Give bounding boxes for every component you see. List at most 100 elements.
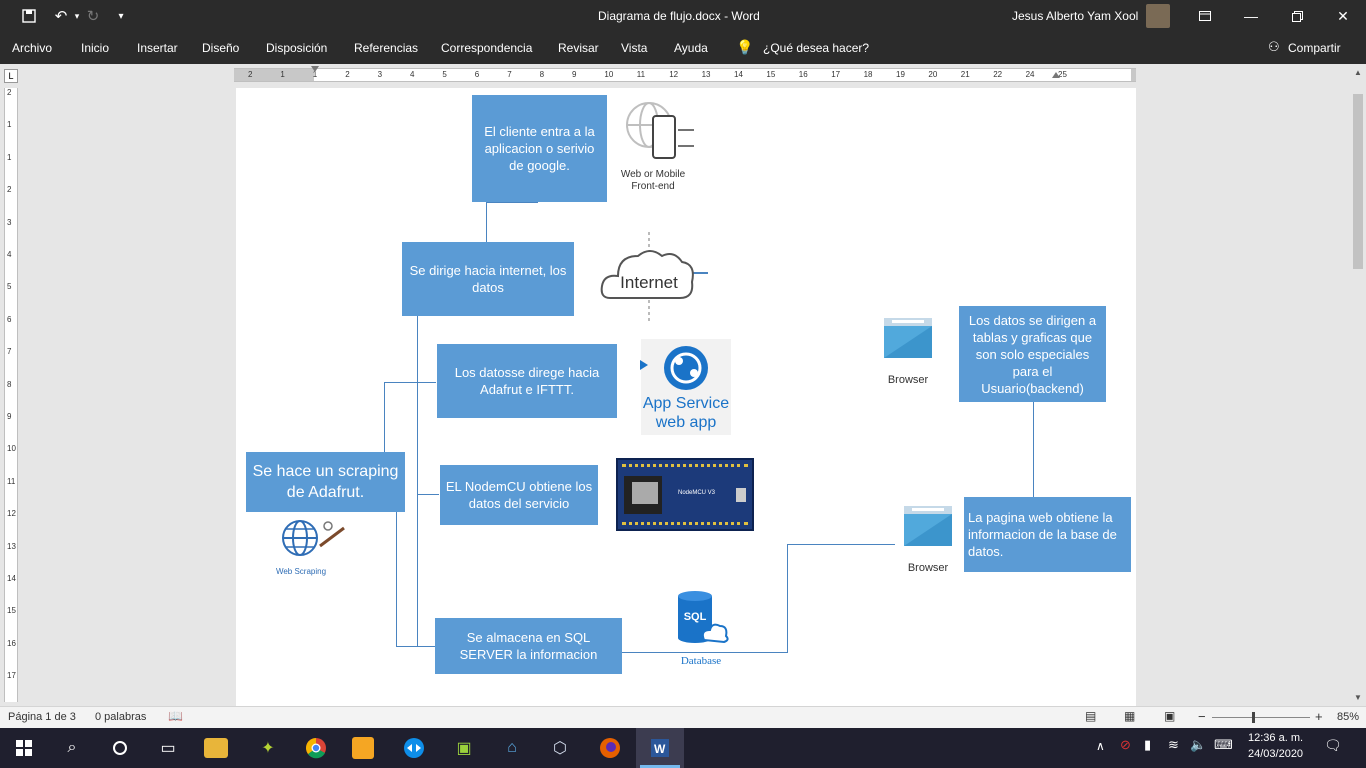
zoom-slider-thumb[interactable]: [1252, 712, 1256, 723]
box-client[interactable]: El cliente entra a la aplicacion o seriv…: [472, 95, 607, 202]
notifications-icon[interactable]: 🗨: [1324, 737, 1342, 753]
cortana-icon[interactable]: [106, 734, 134, 762]
tab-vista[interactable]: Vista: [621, 41, 648, 55]
ruler-tick-label: 18: [863, 70, 873, 79]
lightbulb-icon[interactable]: 💡: [736, 39, 754, 55]
tell-me-search[interactable]: ¿Qué desea hacer?: [763, 41, 870, 55]
undo-icon[interactable]: ↶: [54, 8, 68, 25]
windows-start-icon[interactable]: [10, 734, 38, 762]
tab-diseno[interactable]: Diseño: [202, 41, 240, 55]
right-indent-icon[interactable]: [1052, 72, 1060, 78]
scroll-up-icon[interactable]: ▲: [1354, 68, 1362, 77]
page-count[interactable]: Página 1 de 3: [8, 711, 76, 723]
close-icon[interactable]: ✕: [1337, 7, 1349, 24]
search-icon[interactable]: ⌕: [67, 739, 77, 756]
virtualbox-icon[interactable]: ⬡: [553, 740, 567, 757]
zoom-out-icon[interactable]: −: [1198, 709, 1206, 724]
avatar[interactable]: [1146, 4, 1170, 28]
ruler-tick-label: 1: [7, 152, 12, 162]
tab-selector-icon[interactable]: L: [4, 69, 18, 83]
network-app-icon[interactable]: ⌂: [507, 739, 517, 756]
box-scraping[interactable]: Se hace un scraping de Adafrut.: [246, 452, 405, 512]
web-layout-icon[interactable]: ▣: [1164, 709, 1176, 723]
zoom-in-icon[interactable]: +: [1315, 709, 1323, 724]
box-nodemcu[interactable]: EL NodemCU obtiene los datos del servici…: [440, 465, 598, 525]
save-icon[interactable]: [18, 5, 40, 27]
clock-time[interactable]: 12:36 a. m.: [1248, 732, 1304, 744]
tab-inicio[interactable]: Inicio: [81, 41, 110, 55]
keyboard-icon[interactable]: ⌨: [1214, 737, 1233, 752]
scroll-down-icon[interactable]: ▼: [1354, 693, 1362, 702]
undo-dropdown-icon[interactable]: ▾: [74, 10, 80, 21]
ruler-tick-label: 13: [701, 70, 711, 79]
browser-bottom-label: Browser: [907, 562, 949, 574]
ruler-tick-label: 20: [928, 70, 938, 79]
zoom-slider[interactable]: [1212, 717, 1310, 718]
customize-qat-icon[interactable]: ▾: [118, 10, 124, 22]
restore-icon[interactable]: [1274, 0, 1320, 32]
active-indicator: [640, 765, 680, 768]
ruler-tick-label: 5: [442, 70, 447, 79]
ruler-tick-label: 12: [669, 70, 679, 79]
app-icon[interactable]: [352, 737, 374, 759]
internet-cloud-icon: [600, 230, 696, 322]
box-sql[interactable]: Se almacena en SQL SERVER la informacion: [435, 618, 622, 674]
share-person-icon[interactable]: ⚇: [1268, 39, 1280, 54]
ruler-tick-label: 24: [1025, 70, 1035, 79]
internet-label: Internet: [620, 273, 678, 292]
print-layout-icon[interactable]: ▦: [1124, 709, 1136, 723]
first-line-indent-icon[interactable]: [311, 66, 319, 72]
tab-insertar[interactable]: Insertar: [137, 41, 178, 55]
tab-disposicion[interactable]: Disposición: [266, 41, 328, 55]
ruler-tick-label: 9: [572, 70, 577, 79]
chrome-icon[interactable]: [302, 734, 330, 762]
word-count[interactable]: 0 palabras: [95, 711, 147, 723]
battery-icon[interactable]: ▮: [1144, 737, 1152, 752]
minimize-icon[interactable]: —: [1244, 8, 1258, 24]
window-title: Diagrama de flujo.docx - Word: [598, 9, 760, 23]
user-name[interactable]: Jesus Alberto Yam Xool: [1012, 9, 1139, 23]
clock-date[interactable]: 24/03/2020: [1248, 748, 1304, 760]
ruler-tick-label: 4: [410, 70, 415, 79]
web-scraping-label: Web Scraping: [275, 567, 327, 576]
zoom-level[interactable]: 85%: [1337, 711, 1360, 723]
ruler-tick-label: 14: [734, 70, 743, 79]
box-adafruit[interactable]: Los datosse direge hacia Adafrut e IFTTT…: [437, 344, 617, 418]
wifi-icon[interactable]: ≋: [1168, 737, 1179, 752]
ruler-tick-label: 12: [7, 509, 16, 519]
tab-referencias[interactable]: Referencias: [354, 41, 419, 55]
teamviewer-icon[interactable]: [400, 734, 428, 762]
file-explorer-icon[interactable]: [204, 738, 228, 758]
tab-revisar[interactable]: Revisar: [558, 41, 599, 55]
firefox-icon[interactable]: [596, 734, 624, 762]
word-icon[interactable]: W: [646, 734, 674, 762]
ruler-tick-label: 4: [7, 250, 12, 259]
redo-icon[interactable]: ↻: [86, 8, 100, 25]
read-mode-icon[interactable]: ▤: [1085, 709, 1097, 723]
share-button[interactable]: Compartir: [1288, 41, 1341, 55]
document-page[interactable]: El cliente entra a la aplicacion o seriv…: [236, 88, 1136, 708]
box-internet[interactable]: Se dirige hacia internet, los datos: [402, 242, 574, 316]
tab-correspondencia[interactable]: Correspondencia: [441, 41, 533, 55]
volume-icon[interactable]: 🔈: [1190, 737, 1207, 752]
tab-ayuda[interactable]: Ayuda: [674, 41, 708, 55]
box-tables[interactable]: Los datos se dirigen a tablas y graficas…: [959, 306, 1106, 402]
proofing-icon[interactable]: 📖: [168, 709, 183, 723]
ribbon-display-icon[interactable]: [1182, 0, 1228, 32]
xampp-icon[interactable]: ✦: [261, 740, 275, 757]
scrollbar-thumb[interactable]: [1353, 94, 1363, 269]
ruler-tick-label: 15: [7, 606, 16, 616]
vmware-icon[interactable]: ▣: [456, 740, 472, 757]
task-view-icon[interactable]: ▭: [160, 740, 176, 757]
ruler-tick-label: 21: [960, 70, 970, 79]
box-webpage[interactable]: La pagina web obtiene la informacion de …: [964, 497, 1131, 572]
nodemcu-label: NodeMCU V3: [678, 490, 716, 496]
chevron-up-icon[interactable]: ∧: [1096, 739, 1105, 753]
tab-archivo[interactable]: Archivo: [12, 41, 53, 55]
ribbon-tabs: Archivo Inicio Insertar Diseño Disposici…: [0, 34, 1366, 64]
network-error-icon[interactable]: ⊘: [1120, 737, 1131, 752]
connector-line: [396, 511, 397, 646]
vertical-scrollbar[interactable]: ▲ ▼: [1350, 64, 1366, 706]
